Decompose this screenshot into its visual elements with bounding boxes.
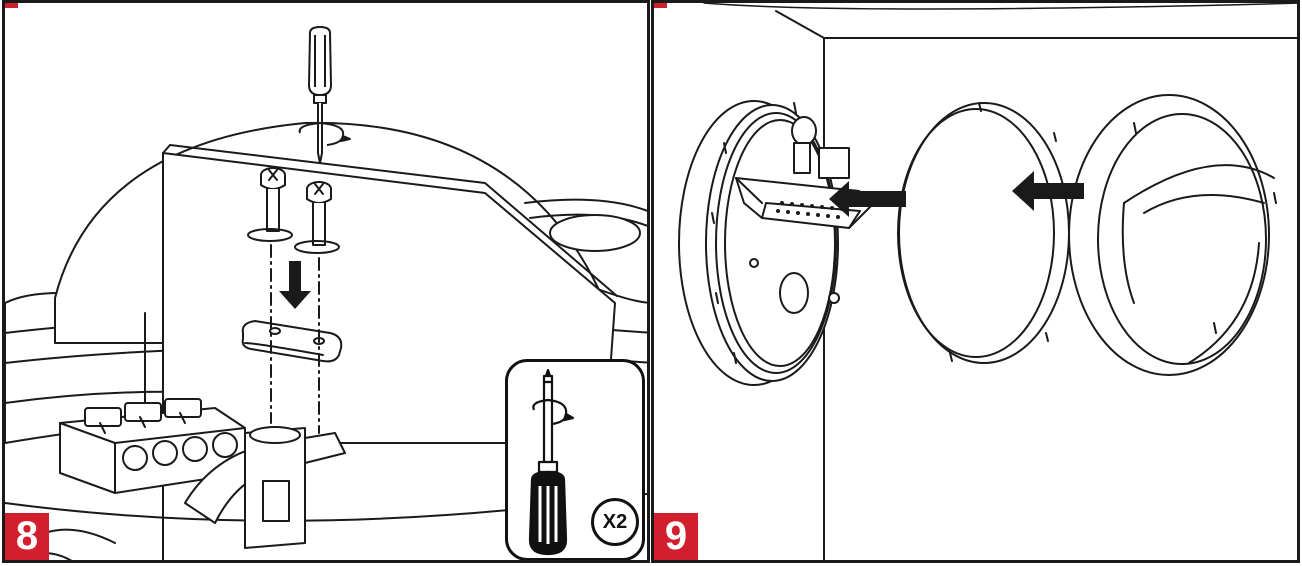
step-9-illustration — [678, 3, 1297, 560]
step-top-tab — [5, 3, 18, 8]
step-number-badge: 8 — [5, 513, 49, 560]
step-number-badge: 9 — [654, 513, 698, 560]
tool-callout: X2 — [505, 359, 645, 560]
step-9-panel: 9 — [651, 0, 1300, 563]
step-8-illustration — [5, 26, 647, 560]
screwdriver-icon — [528, 368, 575, 556]
step-top-tab — [654, 3, 667, 8]
quantity-badge: X2 — [591, 498, 639, 546]
step-8-panel: X2 8 — [2, 0, 650, 563]
